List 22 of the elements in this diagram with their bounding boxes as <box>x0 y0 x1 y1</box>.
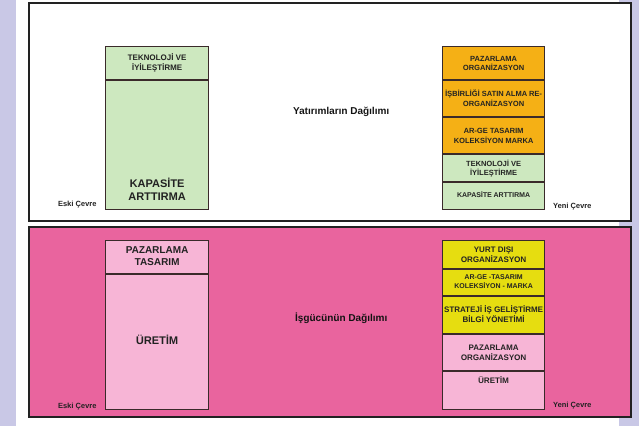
section-title: İşgücünün Dağılımı <box>295 313 388 324</box>
section-title: Yatırımların Dağılımı <box>293 106 390 117</box>
stack-segment <box>442 334 545 371</box>
stack-segment <box>442 240 545 269</box>
segment-label: YURT DIŞI ORGANİZASYON <box>460 244 528 264</box>
segment-label: PAZARLAMA TASARIM <box>124 244 190 270</box>
stack-segment <box>442 46 545 80</box>
segment-label: ÜRETİM <box>136 335 178 349</box>
segment-label: STRATEJİ İŞ GELİŞTİRME BİLGİ YÖNETİMİ <box>443 305 544 325</box>
stack-segment <box>105 240 209 274</box>
stack-segment <box>442 269 545 296</box>
section-band <box>28 2 632 222</box>
segment-label: PAZARLAMA ORGANİZASYON <box>460 342 528 362</box>
stack-segment <box>105 46 209 80</box>
segment-label: KAPASİTE ARTTIRMA <box>127 178 187 205</box>
stack-segment <box>442 154 545 182</box>
stack-segment <box>442 296 545 334</box>
stack-segment <box>442 117 545 154</box>
section-band <box>28 226 632 418</box>
segment-label: ÜRETİM <box>478 376 509 386</box>
stack-segment <box>442 80 545 117</box>
segment-label: TEKNOLOJİ VE İYİLEŞTİRME <box>126 53 188 73</box>
